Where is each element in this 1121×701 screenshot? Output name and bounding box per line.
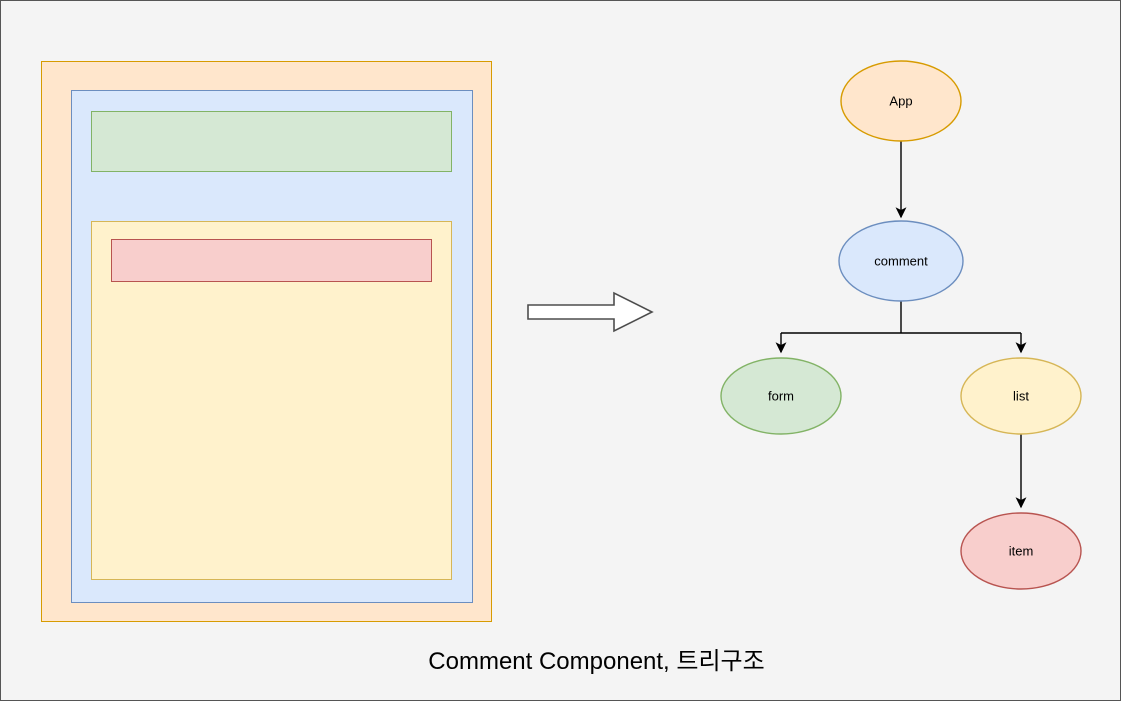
tree-node-comment-label: comment: [874, 253, 928, 268]
component-tree-diagram: App comment form list item: [720, 60, 1082, 590]
nested-box-item[interactable]: [111, 239, 432, 282]
tree-node-item[interactable]: item: [960, 512, 1082, 590]
tree-node-item-label: item: [1009, 543, 1034, 558]
tree-node-app-label: App: [889, 93, 912, 108]
diagram-caption: Comment Component, 트리구조: [1, 641, 1120, 676]
tree-node-form-label: form: [768, 388, 794, 403]
diagram-caption-text: Comment Component, 트리구조: [428, 648, 765, 675]
tree-node-comment[interactable]: comment: [838, 220, 964, 302]
nested-box-form[interactable]: [91, 111, 452, 172]
transition-arrow-icon: [527, 291, 654, 333]
tree-node-list[interactable]: list: [960, 357, 1082, 435]
tree-node-form[interactable]: form: [720, 357, 842, 435]
tree-node-list-label: list: [1013, 388, 1029, 403]
tree-node-app[interactable]: App: [840, 60, 962, 142]
